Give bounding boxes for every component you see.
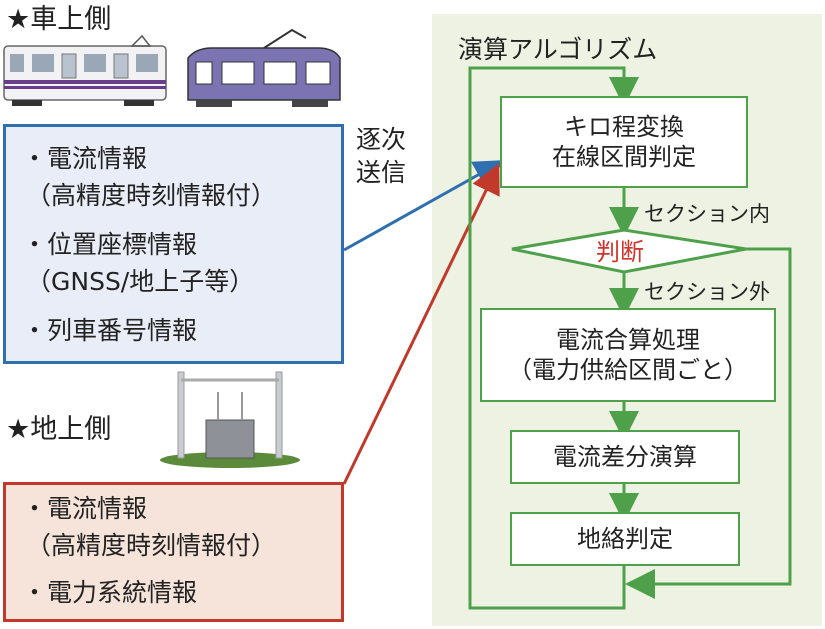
step4-label: 地絡判定 [577, 525, 673, 553]
step-kilometer-conversion: キロ程変換 在線区間判定 [500, 96, 748, 188]
transmission-label: 逐次 送信 [356, 124, 406, 189]
step-current-difference: 電流差分演算 [510, 430, 740, 484]
onboard-item-timestamp: （高精度時刻情報付） [26, 181, 277, 210]
bypass-line [625, 247, 792, 599]
onboard-heading: ★車上側 [6, 4, 112, 35]
wayside-item-power-system: ・電力系統情報 [22, 578, 198, 607]
transmission-label-line2: 送信 [356, 157, 407, 187]
branch-out-label: セクション外 [644, 280, 770, 304]
step1-line2: 在線区間判定 [552, 143, 696, 171]
step2-line2: （電力供給区間ごと） [508, 356, 748, 384]
substation-icon [160, 371, 300, 468]
step-current-summation: 電流合算処理 （電力供給区間ごと） [480, 308, 776, 402]
algorithm-title: 演算アルゴリズム [458, 35, 658, 64]
branch-in-label: セクション内 [644, 202, 770, 226]
wayside-info-box: ・電流情報 （高精度時刻情報付） ・電力系統情報 [3, 482, 344, 622]
transmission-label-line1: 逐次 [356, 125, 407, 154]
wayside-item-timestamp: （高精度時刻情報付） [26, 531, 277, 560]
step1-line1: キロ程変換 [564, 113, 684, 141]
wayside-item-current: ・電流情報 [22, 494, 148, 523]
commuter-train-icon [3, 34, 167, 106]
onboard-item-gnss: （GNSS/地上子等） [26, 267, 255, 296]
onboard-item-position: ・位置座標情報 [22, 230, 198, 259]
onboard-info-box: ・電流情報 （高精度時刻情報付） ・位置座標情報 （GNSS/地上子等） ・列車… [3, 124, 344, 364]
wayside-heading: ★地上側 [6, 414, 112, 445]
tram-icon [187, 28, 341, 107]
decision-label: 判断 [596, 238, 644, 266]
loop-back-line [468, 66, 639, 610]
step3-label: 電流差分演算 [553, 443, 697, 471]
onboard-item-train-number: ・列車番号情報 [22, 316, 198, 345]
onboard-item-current: ・電流情報 [22, 144, 148, 173]
step-ground-fault-judgment: 地絡判定 [510, 512, 740, 566]
step2-line1: 電流合算処理 [556, 326, 700, 354]
